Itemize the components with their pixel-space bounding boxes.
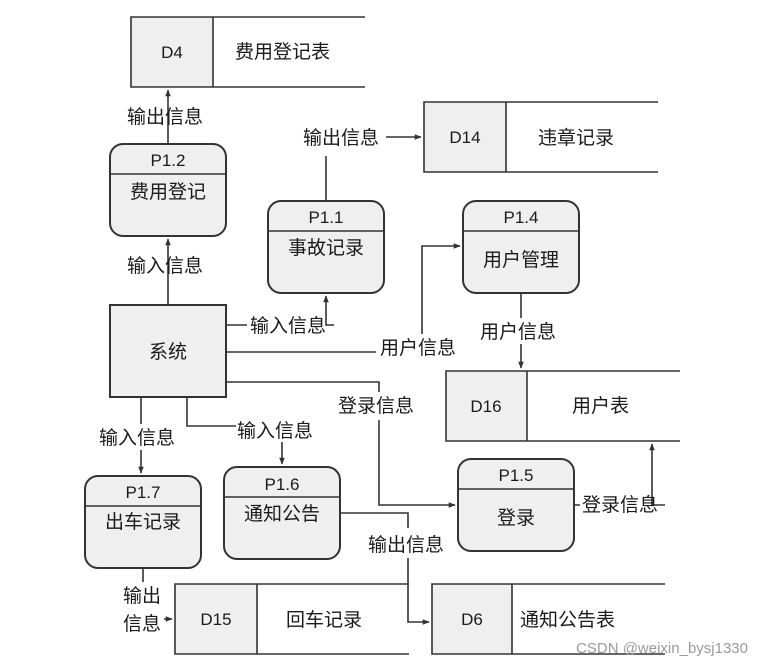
store-d16-id: D16 — [470, 397, 501, 416]
label-sys-p17: 输入信息 — [99, 427, 175, 449]
process-p1-6: P1.6 通知公告 — [223, 466, 341, 560]
process-p1-1-name: 事故记录 — [288, 237, 364, 259]
label-sys-p15: 登录信息 — [338, 395, 414, 417]
store-d16-name: 用户表 — [572, 395, 629, 417]
store-d6: D6 通知公告表 — [431, 583, 665, 655]
flow-p17-d15-line — [142, 568, 172, 619]
store-d16: D16 用户表 — [445, 370, 680, 442]
entity-system-name: 系统 — [149, 341, 187, 363]
flow-lines — [141, 89, 665, 622]
process-p1-6-name: 通知公告 — [244, 503, 320, 525]
store-d4-id: D4 — [161, 43, 183, 62]
label-p17-d15-line2: 信息 — [123, 613, 161, 635]
process-p1-7-id: P1.7 — [126, 483, 161, 502]
label-p15-d16: 登录信息 — [582, 494, 658, 516]
label-p11-d14: 输出信息 — [303, 127, 379, 149]
entity-system: 系统 — [109, 304, 227, 398]
process-p1-5-name: 登录 — [497, 507, 535, 529]
process-p1-6-id: P1.6 — [265, 475, 300, 494]
label-p12-d4: 输出信息 — [127, 106, 203, 128]
store-d6-id: D6 — [461, 610, 483, 629]
label-sys-p14: 用户信息 — [380, 337, 456, 359]
process-p1-5: P1.5 登录 — [457, 458, 575, 552]
process-p1-7-name: 出车记录 — [105, 511, 181, 533]
flow-sys-p16-line — [186, 397, 282, 464]
flow-sys-p15-line — [226, 381, 455, 505]
flow-sys-p14-line — [226, 246, 460, 353]
label-p17-d15-line1: 输出 — [123, 585, 161, 607]
store-d15-name: 回车记录 — [286, 609, 362, 631]
process-p1-1: P1.1 事故记录 — [267, 200, 385, 294]
label-sys-p11: 输入信息 — [250, 315, 326, 337]
process-p1-5-id: P1.5 — [499, 466, 534, 485]
store-d14-id: D14 — [449, 128, 480, 147]
label-p16-d6: 输出信息 — [368, 534, 444, 556]
flow-p16-d6-line — [340, 512, 429, 622]
process-p1-4-id: P1.4 — [504, 208, 539, 227]
store-d4: D4 费用登记表 — [130, 16, 365, 88]
flow-p15-d16-line — [574, 444, 665, 506]
process-p1-4: P1.4 用户管理 — [462, 200, 580, 294]
process-p1-1-id: P1.1 — [309, 208, 344, 227]
store-d15: D15 回车记录 — [174, 583, 409, 655]
flow-labels: 输出信息 输入信息 输出信息 输入信息 用户信息 用户信息 登录信息 登录信息 … — [99, 106, 658, 635]
label-p14-d16: 用户信息 — [480, 321, 556, 343]
watermark: CSDN @weixin_bysj1330 — [576, 640, 748, 657]
label-sys-p12: 输入信息 — [127, 255, 203, 277]
process-p1-2: P1.2 费用登记 — [109, 143, 227, 237]
process-p1-2-id: P1.2 — [151, 151, 186, 170]
label-sys-p16: 输入信息 — [237, 420, 313, 442]
store-d15-id: D15 — [200, 610, 231, 629]
flow-sys-p11-line — [226, 296, 334, 326]
store-d4-name: 费用登记表 — [235, 41, 330, 63]
store-d14: D14 违章记录 — [423, 101, 658, 173]
store-d6-name: 通知公告表 — [520, 609, 615, 631]
process-p1-4-name: 用户管理 — [483, 249, 559, 271]
process-p1-2-name: 费用登记 — [130, 181, 206, 203]
store-d14-name: 违章记录 — [538, 127, 614, 149]
process-p1-7: P1.7 出车记录 — [84, 475, 202, 569]
